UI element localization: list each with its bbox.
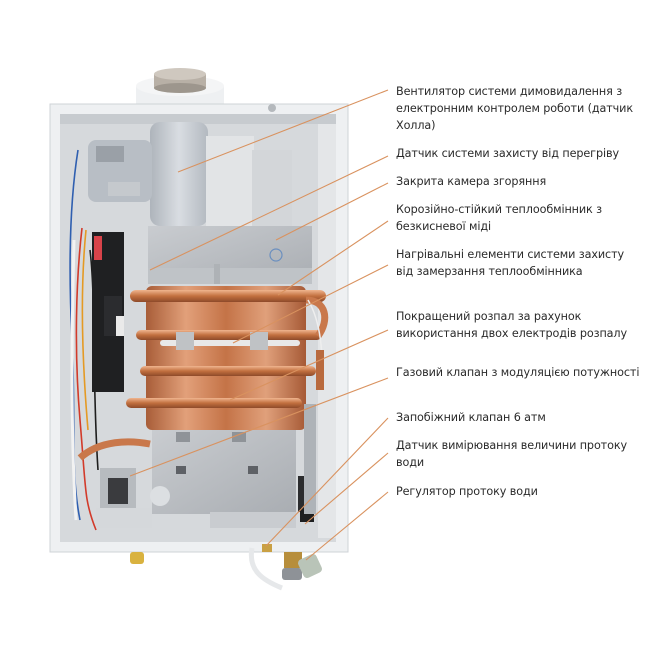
fan-blower [88, 122, 292, 226]
label-gas-valve: Газовий клапан з модуляцією потужності [396, 366, 640, 379]
label-safety-valve: Запобіжний клапан 6 атм [396, 411, 546, 424]
label-overheat-sensor: Датчик системи захисту від перегріву [396, 147, 619, 160]
leader-line-antifreeze-heaters [232, 264, 389, 344]
leader-line-safety-valve [265, 417, 389, 547]
leader-line-fan [177, 89, 389, 173]
leader-line-heat-exchanger [277, 220, 389, 296]
water-fittings [130, 404, 322, 591]
leader-line-closed-chamber [275, 182, 389, 241]
leader-line-gas-valve [129, 377, 389, 477]
label-dual-ignition: Покращений розпал за рахунок використанн… [396, 310, 627, 340]
label-heat-exchanger: Корозійно-стійкий теплообмінник з безкис… [396, 203, 603, 233]
label-closed-chamber: Закрита камера згоряння [396, 175, 547, 188]
label-antifreeze-heaters: Нагрівальні елементи системи захисту від… [396, 248, 625, 278]
leader-lines [129, 89, 389, 561]
gas-valve-assembly [77, 438, 170, 528]
leader-line-dual-ignition [229, 329, 389, 401]
leader-line-flow-regulator [305, 491, 389, 561]
leader-line-overheat-sensor [149, 155, 389, 271]
label-fan: Вентилятор системи димовидалення з елект… [396, 85, 633, 132]
label-flow-sensor: Датчик вимірювання величини протоку води [396, 439, 628, 469]
burner-box [152, 430, 296, 528]
label-flow-regulator: Регулятор протоку води [396, 485, 538, 498]
combustion-chamber [148, 226, 312, 284]
control-module [92, 232, 124, 392]
leader-line-flow-sensor [304, 452, 389, 525]
heat-exchanger [126, 286, 329, 430]
